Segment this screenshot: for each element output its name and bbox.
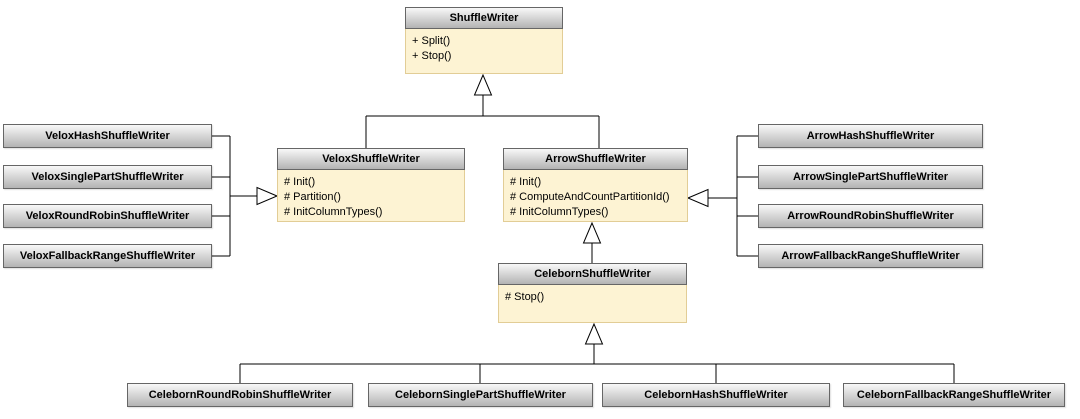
inheritance-arrowhead-right-velox [256,186,279,206]
method-computeandcountpartitionid: # ComputeAndCountPartitionId() [510,191,670,203]
class-shufflewriter: ShuffleWriter + Split() + Stop() [405,7,563,74]
class-velox-shufflewriter-name: VeloxShuffleWriter [277,148,465,170]
class-velox-hash-shufflewriter: VeloxHashShuffleWriter [3,124,212,148]
class-celeborn-roundrobin-shufflewriter: CelebornRoundRobinShuffleWriter [127,383,353,407]
class-arrow-hash-shufflewriter: ArrowHashShuffleWriter [758,124,983,148]
class-celeborn-hash-shufflewriter: CelebornHashShuffleWriter [602,383,830,407]
class-celeborn-shufflewriter-methods: # Stop() [498,285,687,323]
method-stop: + Stop() [412,50,452,62]
inheritance-arrowhead-up-shufflewriter [473,73,493,96]
method-partition: # Partition() [284,191,341,203]
method-init: # Init() [284,176,316,188]
inheritance-arrowhead-left-arrow [686,188,709,208]
class-arrow-shufflewriter-name: ArrowShuffleWriter [503,148,688,170]
inheritance-arrowhead-up-celeborn [584,322,604,345]
class-arrow-shufflewriter-methods: # Init() # ComputeAndCountPartitionId() … [503,170,688,222]
edge-celeborn-to-arrow [582,221,602,263]
method-stop: # Stop() [505,291,545,303]
class-celeborn-shufflewriter: CelebornShuffleWriter # Stop() [498,263,687,323]
edge-shufflewriter-children [365,73,600,148]
class-velox-fallbackrange-shufflewriter: VeloxFallbackRangeShuffleWriter [3,244,212,268]
class-velox-singlepart-shufflewriter: VeloxSinglePartShuffleWriter [3,165,212,189]
method-split: + Split() [412,35,451,47]
class-arrow-roundrobin-shufflewriter: ArrowRoundRobinShuffleWriter [758,204,983,228]
inheritance-arrowhead-up-arrow [582,221,602,244]
class-celeborn-shufflewriter-name: CelebornShuffleWriter [498,263,687,285]
class-shufflewriter-name: ShuffleWriter [405,7,563,29]
class-shufflewriter-methods: + Split() + Stop() [405,29,563,74]
method-initcolumntypes: # InitColumnTypes() [510,206,609,218]
class-arrow-singlepart-shufflewriter: ArrowSinglePartShuffleWriter [758,165,983,189]
class-arrow-shufflewriter: ArrowShuffleWriter # Init() # ComputeAnd… [503,148,688,222]
class-velox-roundrobin-shufflewriter: VeloxRoundRobinShuffleWriter [3,204,212,228]
class-arrow-fallbackrange-shufflewriter: ArrowFallbackRangeShuffleWriter [758,244,983,268]
method-init: # Init() [510,176,542,188]
edge-arrow-subclasses [686,135,758,257]
edge-velox-subclasses [212,135,279,257]
edge-celeborn-subclasses [239,322,955,383]
method-initcolumntypes: # InitColumnTypes() [284,206,383,218]
class-celeborn-fallbackrange-shufflewriter: CelebornFallbackRangeShuffleWriter [843,383,1065,407]
class-velox-shufflewriter: VeloxShuffleWriter # Init() # Partition(… [277,148,465,222]
class-velox-shufflewriter-methods: # Init() # Partition() # InitColumnTypes… [277,170,465,222]
class-celeborn-singlepart-shufflewriter: CelebornSinglePartShuffleWriter [368,383,593,407]
